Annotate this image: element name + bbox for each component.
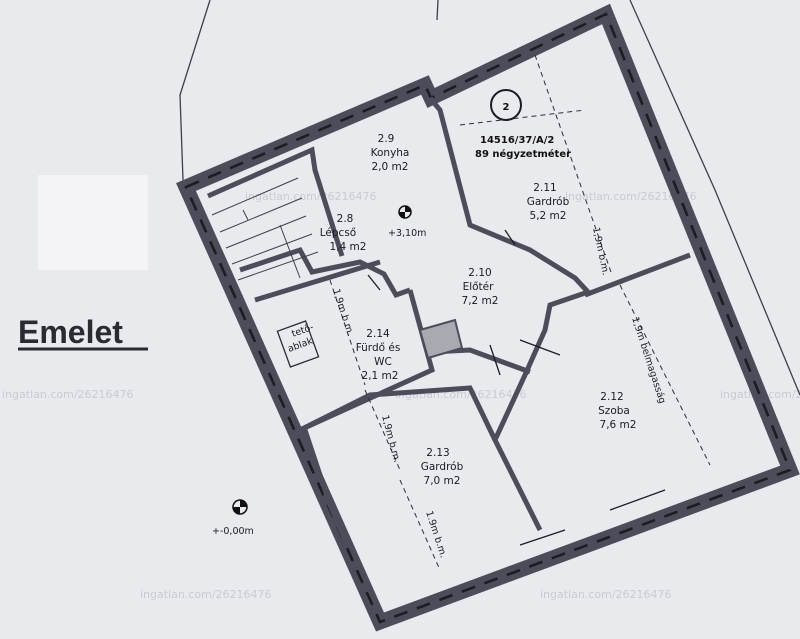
staircase [211,177,319,281]
height-note-2-12: 1,9m belmagasság [629,316,667,406]
height-note-2-13-top: 1,9m b.m. [379,414,402,464]
level-marker-ground: +-0,00m [212,499,254,537]
svg-text:Gardrób: Gardrób [421,461,464,473]
room-2-10: 2.10 Előtér 7,2 m2 [462,267,499,307]
exterior-walls [176,3,800,632]
blank-patch [38,175,148,270]
watermark-text: ingatlan.com/26216476 [245,190,377,203]
level-upper: +3,10m [388,228,426,239]
watermark-text: ingatlan.com/26216476 [140,588,272,601]
watermark-text: ingatlan.com/26216476 [540,588,672,601]
parcel-area: 89 négyzetméter [475,148,571,160]
plot-number-marker: 2 [490,89,522,121]
svg-text:7,2 m2: 7,2 m2 [462,295,499,307]
svg-text:Szoba: Szoba [598,405,630,417]
svg-text:2.8: 2.8 [337,213,354,225]
svg-text:2.11: 2.11 [533,182,556,194]
svg-text:Előtér: Előtér [463,281,495,293]
svg-text:WC: WC [374,356,392,368]
room-2-8: 2.8 Lépcső 1,4 m2 [320,213,367,253]
height-note-2-13-bottom: 1.9m b.m. [423,510,449,560]
svg-text:Gardrób: Gardrób [527,196,570,208]
height-note-2-11: 1,9m b.m. [590,226,611,276]
room-2-9: 2.9 Konyha 2,0 m2 [371,133,410,173]
level-marker-upper: +3,10m [388,205,426,239]
watermark-text: ingatlan.com/26216476 [565,190,697,203]
svg-text:Fürdő és: Fürdő és [356,342,401,354]
svg-text:Konyha: Konyha [371,147,410,159]
svg-text:2,1 m2: 2,1 m2 [362,370,399,382]
door-marks [367,229,666,546]
plot-number: 2 [503,102,510,113]
svg-text:2.12: 2.12 [600,391,623,403]
height-note-2-14: 1,9m b.m. [330,288,356,338]
svg-text:ablak: ablak [286,335,314,354]
svg-text:2.10: 2.10 [468,267,491,279]
svg-text:7,6 m2: 7,6 m2 [600,419,637,431]
level-ground: +-0,00m [212,526,254,537]
room-2-11: 2.11 Gardrób 5,2 m2 [527,182,570,222]
parcel-id: 14516/37/A/2 [480,135,554,146]
interior-walls [206,96,691,541]
room-2-14: 2.14 Fürdő és WC 2,1 m2 [356,328,401,382]
floor-title: Emelet [18,314,123,350]
svg-text:5,2 m2: 5,2 m2 [530,210,567,222]
svg-text:2.13: 2.13 [426,447,449,459]
svg-text:2.9: 2.9 [378,133,395,145]
room-2-13: 2.13 Gardrób 7,0 m2 [421,447,464,487]
svg-text:1,4 m2: 1,4 m2 [330,241,367,253]
room-2-12: 2.12 Szoba 7,6 m2 [598,391,636,431]
svg-text:2.14: 2.14 [366,328,390,340]
svg-text:Lépcső: Lépcső [320,227,356,239]
height-lines [329,54,711,571]
watermark-text: ingatlan.com/26216476 [2,388,134,401]
svg-text:2,0 m2: 2,0 m2 [372,161,409,173]
skylight: tető- ablak [276,320,320,368]
svg-text:7,0 m2: 7,0 m2 [424,475,461,487]
